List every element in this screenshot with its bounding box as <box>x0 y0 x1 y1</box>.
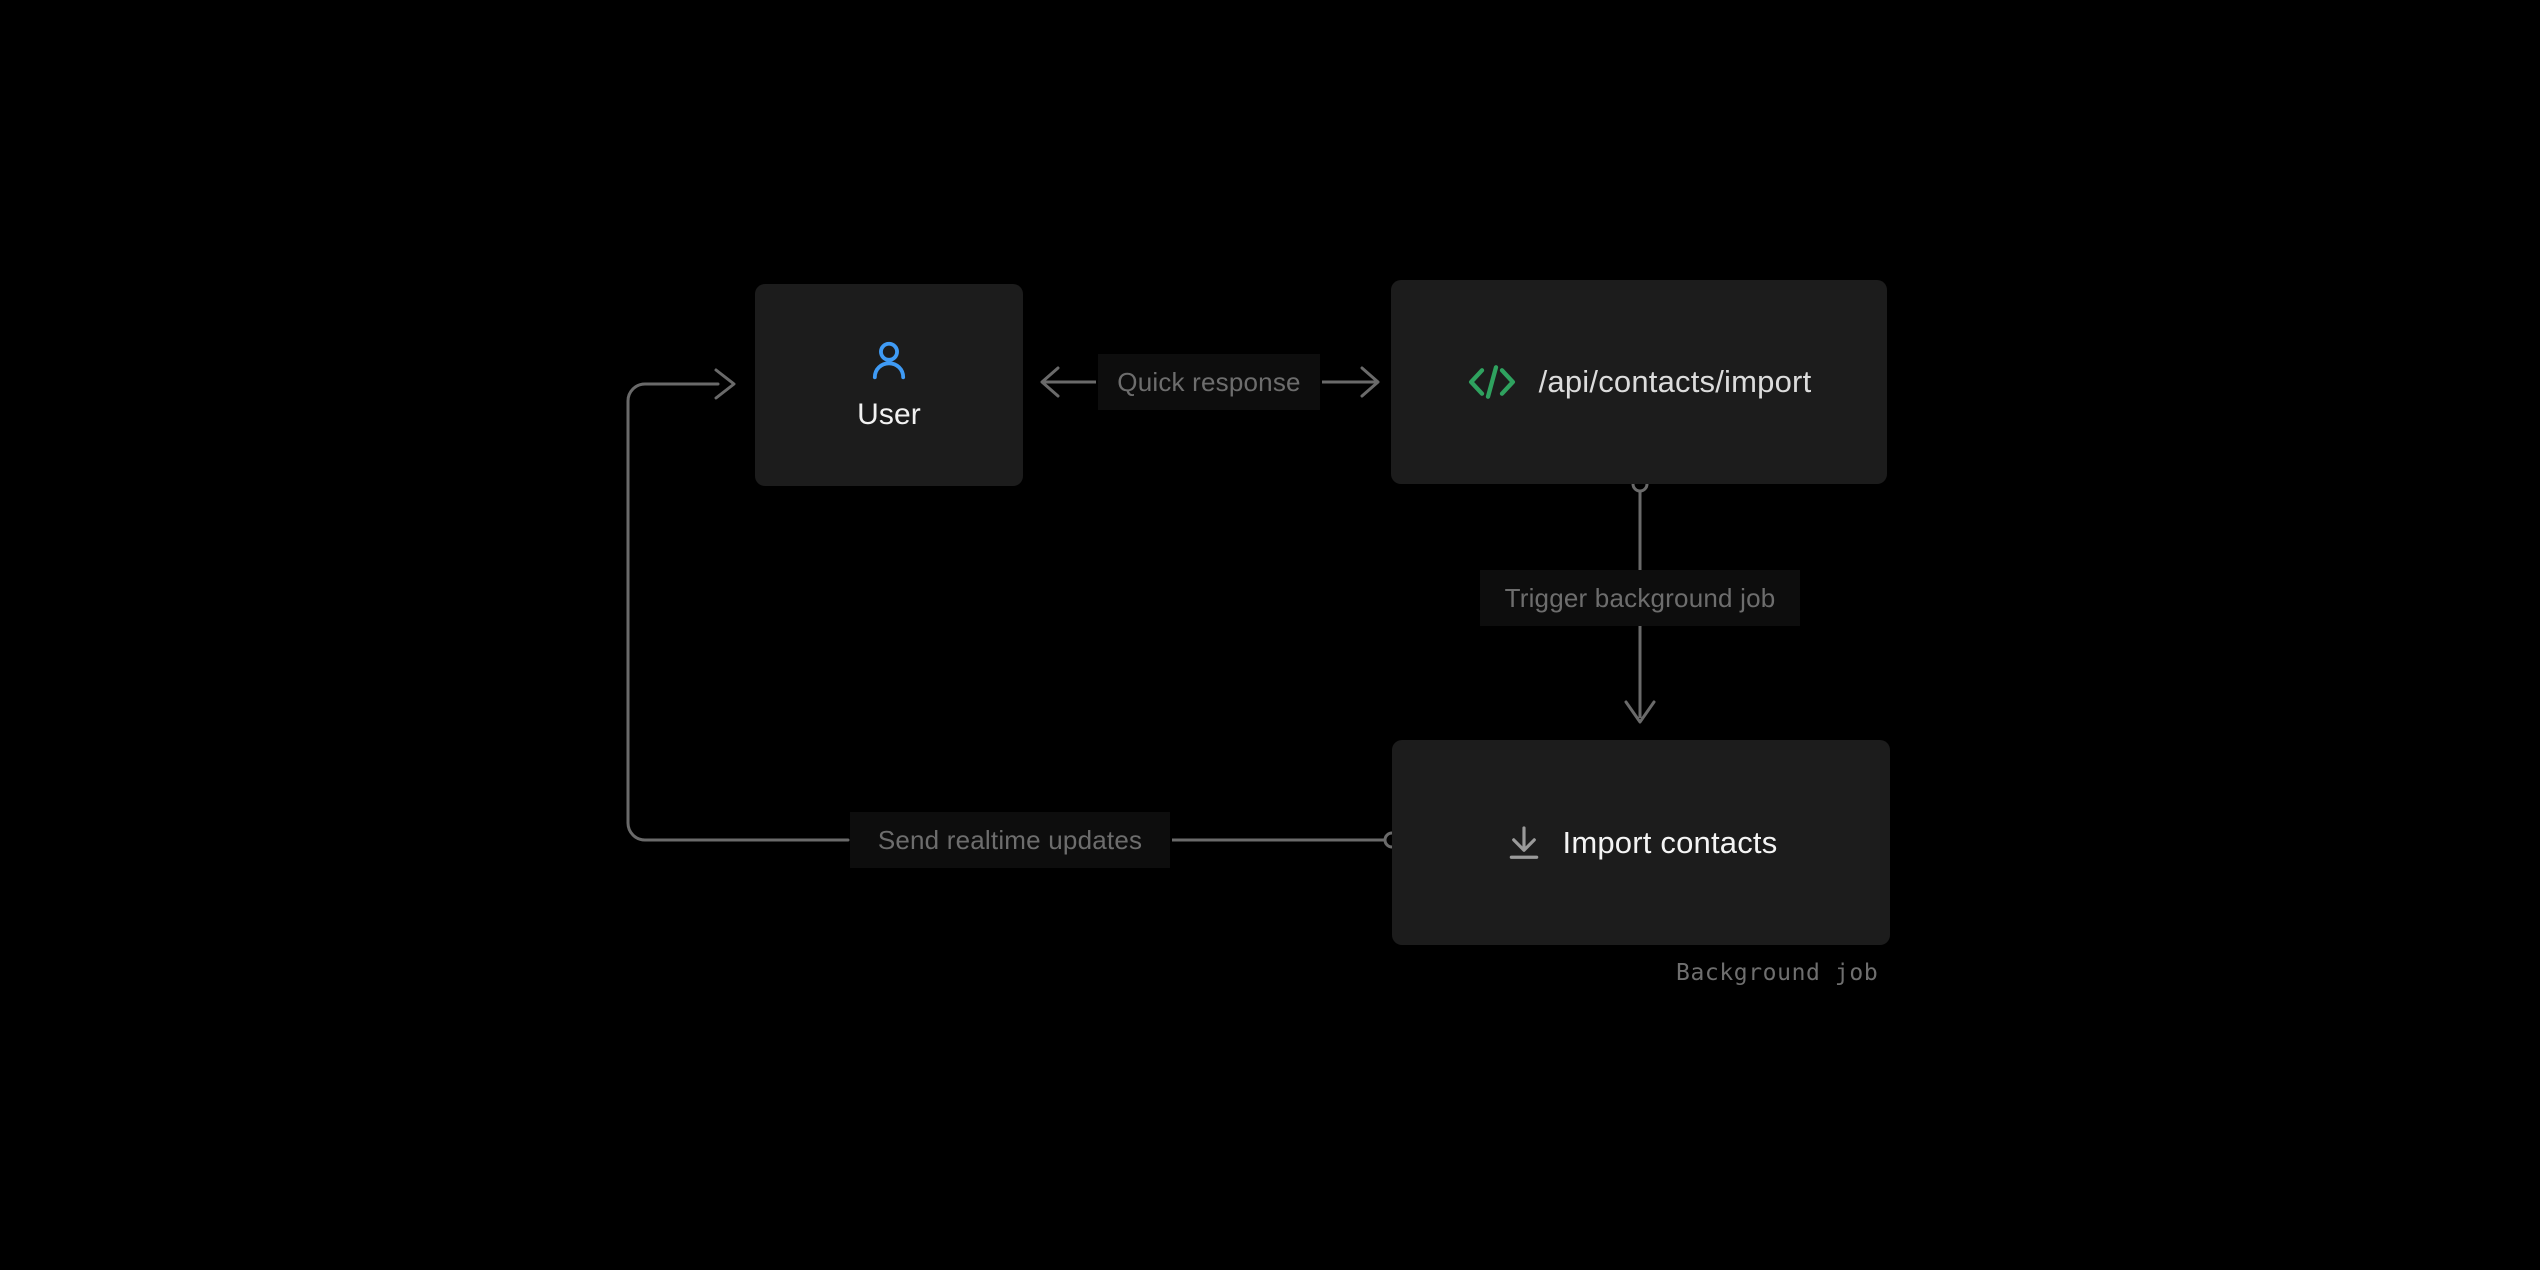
code-brackets-icon <box>1467 361 1539 403</box>
node-api-endpoint[interactable]: /api/contacts/import <box>1391 280 1887 484</box>
node-import-content: Import contacts <box>1505 824 1778 862</box>
user-icon <box>866 338 912 384</box>
download-icon <box>1505 824 1563 862</box>
edge-label-send-realtime-updates: Send realtime updates <box>850 812 1170 868</box>
node-api-label: /api/contacts/import <box>1538 364 1812 399</box>
node-import-contacts[interactable]: Import contacts <box>1392 740 1890 945</box>
node-user-content: User <box>857 338 921 432</box>
node-api-content: /api/contacts/import <box>1467 361 1812 403</box>
node-import-caption: Background job <box>1676 960 1879 986</box>
edge-label-trigger-background-job: Trigger background job <box>1480 570 1800 626</box>
node-user[interactable]: User <box>755 284 1023 486</box>
node-import-label: Import contacts <box>1562 824 1778 860</box>
edge-label-quick-response: Quick response <box>1098 354 1320 410</box>
node-user-label: User <box>857 398 921 431</box>
